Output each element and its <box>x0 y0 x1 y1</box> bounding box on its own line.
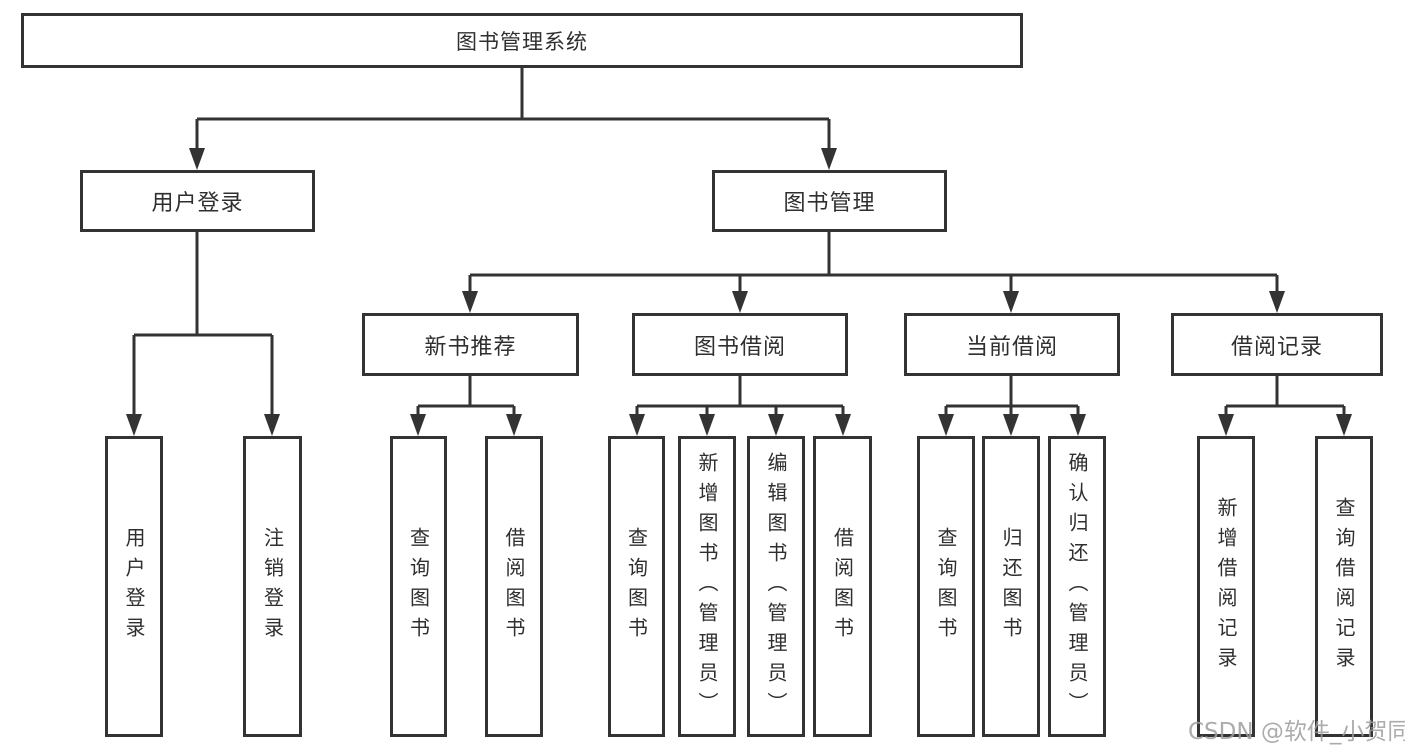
node-label: 查询图书 <box>934 526 958 647</box>
leaf-borrow-books-recommend: 借阅图书 <box>485 436 543 737</box>
node-label: 编辑图书（管理员） <box>764 451 788 722</box>
node-label: 新增图书（管理员） <box>695 451 719 722</box>
node-label: 借阅图书 <box>502 526 526 647</box>
leaf-query-books-current: 查询图书 <box>917 436 975 737</box>
leaf-borrow-books: 借阅图书 <box>813 436 872 737</box>
leaf-return-books: 归还图书 <box>982 436 1040 737</box>
leaf-logout: 注销登录 <box>243 436 302 737</box>
csdn-watermark: CSDN @软件_小贺同学 <box>1188 719 1405 745</box>
leaf-add-borrow-record: 新增借阅记录 <box>1197 436 1255 737</box>
node-new-book-recommend: 新书推荐 <box>362 313 579 376</box>
node-user-login: 用户登录 <box>80 170 315 232</box>
node-label: 查询借阅记录 <box>1332 496 1356 677</box>
node-label: 新增借阅记录 <box>1214 496 1238 677</box>
node-book-management: 图书管理 <box>712 170 947 232</box>
node-borrow-records: 借阅记录 <box>1171 313 1383 376</box>
leaf-query-books-borrow: 查询图书 <box>608 436 665 737</box>
leaf-query-books-recommend: 查询图书 <box>390 436 447 737</box>
node-book-borrow: 图书借阅 <box>632 313 848 376</box>
leaf-edit-books-admin: 编辑图书（管理员） <box>747 436 805 737</box>
node-label: 注销登录 <box>260 526 285 647</box>
node-label: 确认归还（管理员） <box>1065 451 1089 722</box>
node-label: 借阅图书 <box>830 526 855 647</box>
node-label: 图书借阅 <box>693 334 786 360</box>
node-library-management-system: 图书管理系统 <box>21 13 1023 68</box>
node-label: 查询图书 <box>406 526 431 647</box>
leaf-query-borrow-record: 查询借阅记录 <box>1315 436 1373 737</box>
node-label: 归还图书 <box>999 526 1023 647</box>
node-label: 图书管理系统 <box>456 29 588 54</box>
node-label: 新书推荐 <box>424 334 517 360</box>
leaf-user-login: 用户登录 <box>105 436 163 737</box>
node-current-borrow: 当前借阅 <box>904 313 1120 376</box>
leaf-add-books-admin: 新增图书（管理员） <box>678 436 736 737</box>
leaf-confirm-return-admin: 确认归还（管理员） <box>1048 436 1106 737</box>
node-label: 当前借阅 <box>965 334 1058 360</box>
node-label: 用户登录 <box>122 526 146 647</box>
node-label: 查询图书 <box>624 526 649 647</box>
node-label: 图书管理 <box>783 191 876 216</box>
node-label: 用户登录 <box>151 191 244 216</box>
node-label: 借阅记录 <box>1230 334 1323 360</box>
